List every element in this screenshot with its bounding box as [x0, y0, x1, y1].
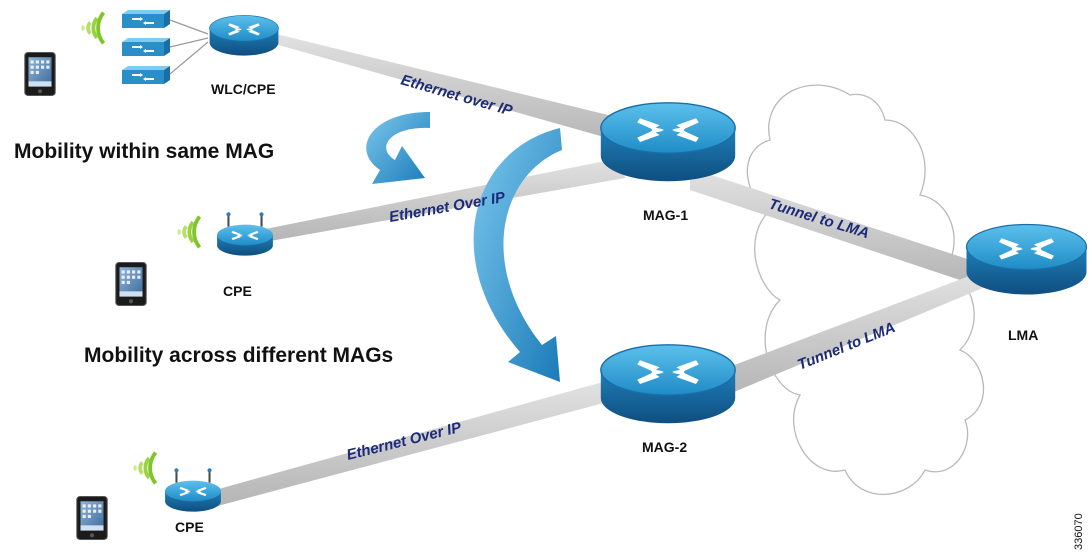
- caption-different-mags: Mobility across different MAGs: [84, 344, 393, 367]
- link-mag2-to-lma: [700, 270, 990, 402]
- node-label-cpe: CPE: [175, 519, 204, 535]
- node-label-lma: LMA: [1008, 327, 1038, 343]
- node-label-wlc-cpe: WLC/CPE: [211, 81, 276, 97]
- figure-id: 336070: [1073, 513, 1085, 550]
- router-icon: [965, 223, 1088, 296]
- access-point-icon: [216, 212, 274, 257]
- link-mag1-to-lma: [690, 168, 995, 290]
- router-icon: [600, 102, 736, 182]
- switch-group: [122, 10, 209, 84]
- tablet-icon: [115, 262, 147, 306]
- wireless-signal-icon: [177, 214, 202, 250]
- wireless-signal-icon: [133, 450, 158, 486]
- curved-arrow-icon: [366, 112, 430, 184]
- node-label-mag1: MAG-1: [643, 207, 688, 223]
- router-icon: [600, 344, 736, 424]
- link-cpe-to-mag2: [190, 380, 615, 512]
- node-label-mag2: MAG-2: [642, 439, 687, 455]
- caption-same-mag: Mobility within same MAG: [14, 140, 274, 163]
- wireless-signal-icon: [81, 10, 106, 46]
- link-cpe-to-mag1: [245, 158, 625, 245]
- tablet-icon: [24, 52, 56, 96]
- link-wlc-to-mag1: [268, 32, 650, 150]
- curved-arrow-icon: [473, 128, 562, 382]
- access-point-icon: [164, 468, 222, 513]
- router-icon: [209, 15, 279, 56]
- node-label-cpe: CPE: [223, 283, 252, 299]
- tablet-icon: [76, 496, 108, 540]
